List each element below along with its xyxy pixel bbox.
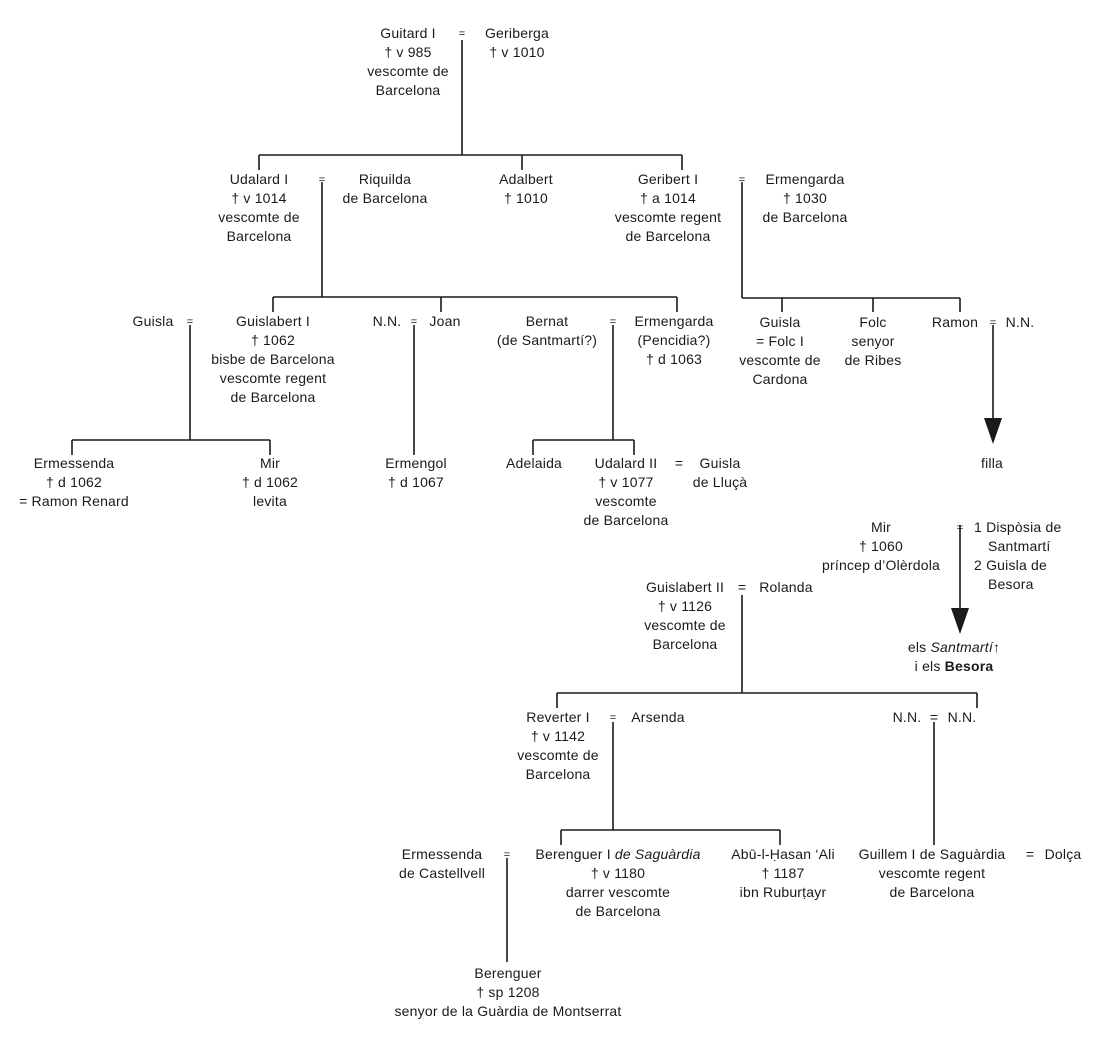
marriage-sign: = <box>738 174 746 186</box>
person-arsenda: Arsenda <box>631 709 685 725</box>
marriage-sign: = <box>1025 846 1035 862</box>
person-ramon: Ramon <box>931 314 979 330</box>
person-bernat: Bernat(de Santmartí?) <box>496 313 598 348</box>
person-dolca: Dolça <box>1044 846 1082 862</box>
marriage-sign: = <box>737 579 747 595</box>
marriage-sign: = <box>318 174 326 186</box>
arrowhead-icon <box>951 608 969 634</box>
marriage-sign: = <box>458 28 466 40</box>
person-adelaida: Adelaida <box>505 455 563 471</box>
person-nn-a: N.N. <box>892 709 922 725</box>
descendants-note: els Santmartí↑ i els Besora <box>907 639 1001 674</box>
marriage-sign: = <box>410 316 418 328</box>
person-ermessenda-1062: Ermessenda† d 1062= Ramon Renard <box>19 455 129 509</box>
person-nn-ramon-spouse: N.N. <box>1005 314 1035 330</box>
marriage-sign: = <box>609 316 617 328</box>
marriage-sign: = <box>186 316 194 328</box>
person-adalbert: Adalbert† 1010 <box>499 171 553 206</box>
person-geriberga: Geriberga† v 1010 <box>484 25 550 60</box>
marriage-sign: = <box>929 709 939 725</box>
person-nn-joan-spouse: N.N. <box>372 313 402 329</box>
marriage-sign: = <box>956 522 964 534</box>
person-guisla: Guisla <box>132 313 174 329</box>
person-joan: Joan <box>429 313 461 329</box>
person-dispodia-guisla-besora: 1 Dispòsia de Santmartí 2 Guisla de Beso… <box>974 519 1062 592</box>
marriage-sign: = <box>989 317 997 329</box>
person-nn-b: N.N. <box>947 709 977 725</box>
marriage-sign: = <box>674 455 684 471</box>
marriage-sign: = <box>609 712 617 724</box>
person-filla: filla <box>980 455 1004 471</box>
arrowhead-icon <box>984 418 1002 444</box>
person-ermengarda-pencidia: Ermengarda(Pencidia?)† d 1063 <box>634 313 714 367</box>
marriage-sign: = <box>503 849 511 861</box>
person-ermengol: Ermengol† d 1067 <box>385 455 447 490</box>
person-rolanda: Rolanda <box>759 579 813 595</box>
